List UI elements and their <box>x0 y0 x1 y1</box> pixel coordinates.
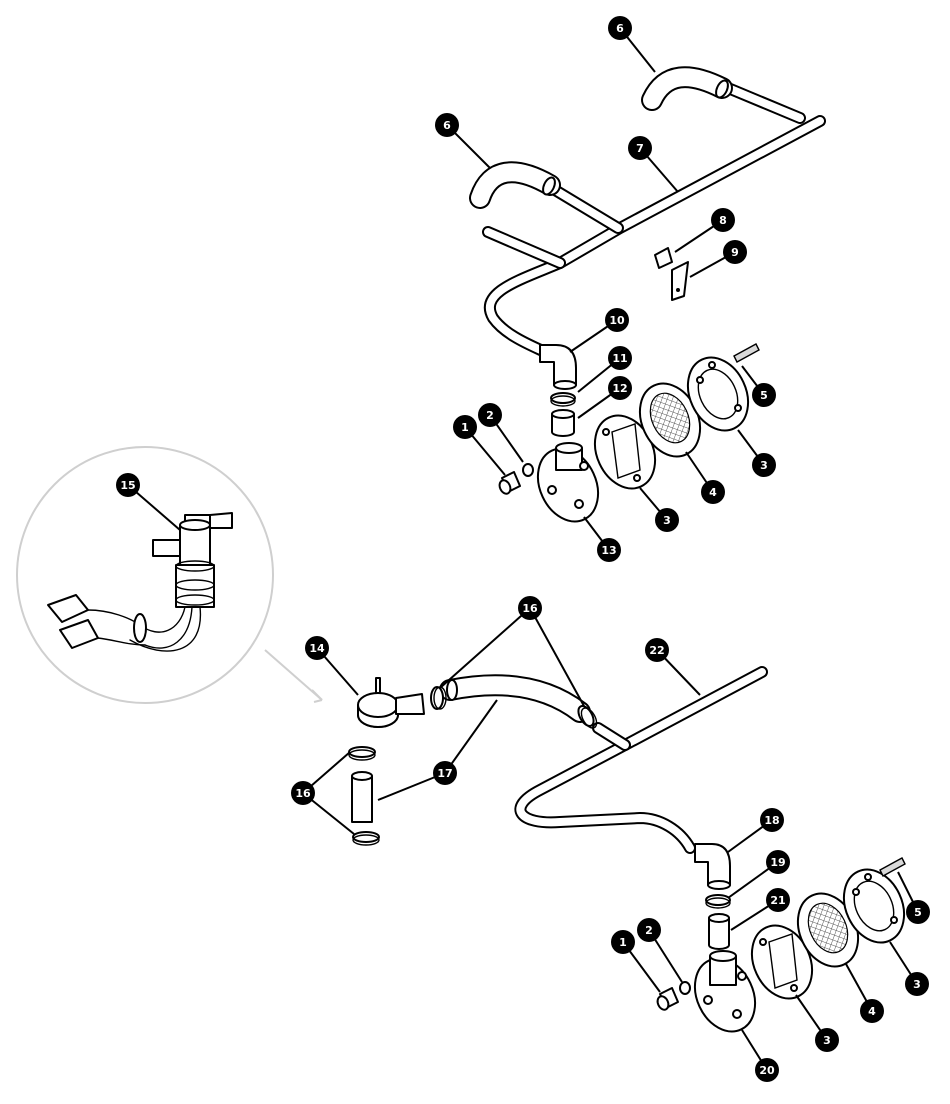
svg-text:13: 13 <box>601 544 616 557</box>
valve-body-13 <box>536 442 600 523</box>
callout-badges: 6 6 7 8 9 10 11 12 5 1 2 3 4 3 13 15 16 … <box>116 16 930 1082</box>
callout-1: 1 <box>453 415 477 439</box>
svg-text:19: 19 <box>770 856 785 869</box>
callout-19: 19 <box>766 850 790 874</box>
callout-4: 4 <box>701 480 725 504</box>
clamp-16-tube-bottom <box>352 831 380 846</box>
callout-15: 15 <box>116 473 140 497</box>
callout-16: 16 <box>291 781 315 805</box>
svg-text:7: 7 <box>636 142 644 155</box>
elbow-10 <box>539 344 577 390</box>
bracket-9 <box>671 261 689 301</box>
callout-3: 3 <box>815 1028 839 1052</box>
callout-1: 1 <box>611 930 635 954</box>
svg-text:4: 4 <box>709 486 717 499</box>
elbow-18 <box>694 843 731 890</box>
svg-text:2: 2 <box>645 924 653 937</box>
callout-22: 22 <box>645 638 669 662</box>
callout-2: 2 <box>637 918 661 942</box>
sleeve-21 <box>708 913 730 950</box>
svg-text:21: 21 <box>770 894 785 907</box>
pin-5-upper <box>733 343 760 363</box>
callout-6: 6 <box>608 16 632 40</box>
svg-text:3: 3 <box>913 978 921 991</box>
callout-3: 3 <box>655 508 679 532</box>
clamp-11 <box>550 392 576 407</box>
clamp-16-hose-left <box>430 686 447 710</box>
washer-2-lower <box>679 981 691 995</box>
svg-text:3: 3 <box>663 514 671 527</box>
callout-21: 21 <box>766 888 790 912</box>
callout-5: 5 <box>906 900 930 924</box>
callout-20: 20 <box>755 1058 779 1082</box>
callout-2: 2 <box>478 403 502 427</box>
gasket-3-upper-far <box>686 356 750 432</box>
svg-text:11: 11 <box>612 352 627 365</box>
callout-5: 5 <box>752 383 776 407</box>
svg-text:1: 1 <box>461 421 469 434</box>
svg-text:14: 14 <box>309 642 325 655</box>
svg-text:6: 6 <box>443 119 451 132</box>
svg-text:20: 20 <box>759 1064 775 1077</box>
svg-text:3: 3 <box>823 1034 831 1047</box>
svg-text:22: 22 <box>649 644 664 657</box>
svg-text:6: 6 <box>616 22 624 35</box>
svg-text:4: 4 <box>868 1005 876 1018</box>
air-pipe-7 <box>482 82 826 358</box>
clamp-16-hose-right <box>577 705 598 729</box>
hose-6-lower <box>469 161 561 209</box>
callout-8: 8 <box>711 208 735 232</box>
callout-4: 4 <box>860 999 884 1023</box>
svg-text:12: 12 <box>612 382 627 395</box>
pin-5-lower <box>879 857 906 877</box>
callout-3: 3 <box>905 972 929 996</box>
check-valve-14 <box>357 677 425 728</box>
hose-6-upper <box>641 66 733 111</box>
callout-10: 10 <box>605 308 629 332</box>
screen-4-upper <box>638 382 702 458</box>
callout-14: 14 <box>305 636 329 660</box>
svg-text:18: 18 <box>764 814 779 827</box>
screen-4-lower <box>796 892 860 968</box>
svg-text:5: 5 <box>760 389 768 402</box>
svg-text:16: 16 <box>522 602 538 615</box>
callout-3: 3 <box>752 453 776 477</box>
hose-17 <box>439 674 591 723</box>
gasket-3-upper-near <box>593 414 657 490</box>
callout-16: 16 <box>518 596 542 620</box>
callout-12: 12 <box>608 376 632 400</box>
control-valve-15 <box>47 512 233 652</box>
callout-11: 11 <box>608 346 632 370</box>
svg-text:3: 3 <box>760 459 768 472</box>
svg-text:5: 5 <box>914 906 922 919</box>
air-pipe-22 <box>514 666 768 854</box>
svg-text:17: 17 <box>437 767 452 780</box>
callout-7: 7 <box>628 136 652 160</box>
inset-detail <box>16 446 323 704</box>
callout-17: 17 <box>433 761 457 785</box>
callout-13: 13 <box>597 538 621 562</box>
valve-body-20 <box>693 950 757 1033</box>
svg-text:8: 8 <box>719 214 727 227</box>
clamp-19 <box>705 894 731 909</box>
callout-18: 18 <box>760 808 784 832</box>
sleeve-12 <box>551 409 575 437</box>
clamp-16-tube-top <box>348 746 376 761</box>
cap-1-lower <box>656 987 679 1011</box>
callout-6: 6 <box>435 113 459 137</box>
cap-1-upper <box>498 471 521 495</box>
tube-16 <box>351 771 373 823</box>
gasket-3-lower-far <box>842 868 906 944</box>
svg-text:15: 15 <box>120 479 135 492</box>
callout-9: 9 <box>723 240 747 264</box>
svg-text:1: 1 <box>619 936 627 949</box>
svg-text:16: 16 <box>295 787 311 800</box>
svg-text:9: 9 <box>731 246 739 259</box>
svg-text:10: 10 <box>609 314 625 327</box>
clip-8 <box>654 247 673 269</box>
washer-2-upper <box>522 463 534 477</box>
svg-text:2: 2 <box>486 409 494 422</box>
